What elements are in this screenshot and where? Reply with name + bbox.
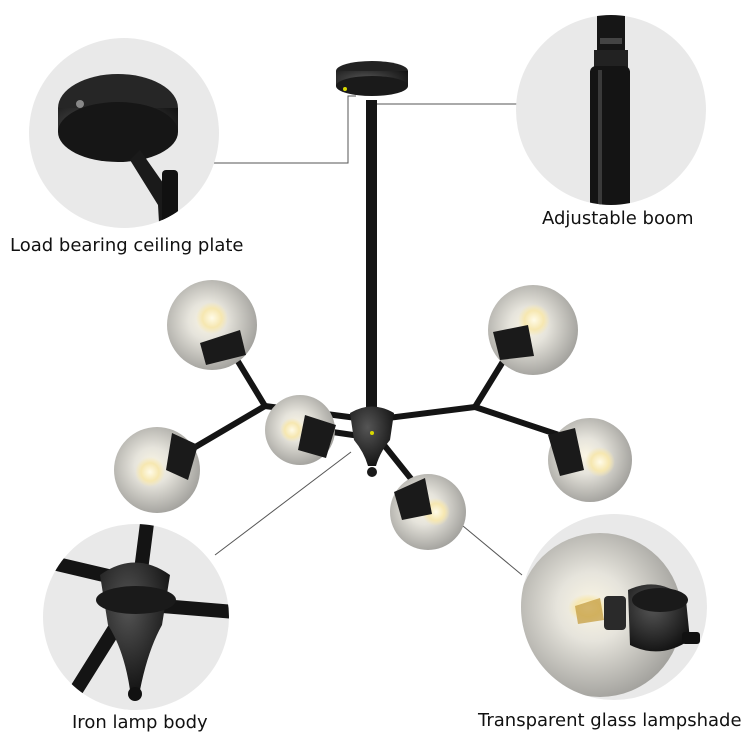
globe-bottom [390, 474, 466, 550]
leader-line-body [214, 451, 352, 556]
globe-left [114, 427, 200, 513]
detail-adjustable-boom [516, 15, 706, 205]
globe-right [548, 418, 632, 502]
globe-top-right [488, 285, 578, 375]
detail-iron-lamp-body [43, 524, 229, 710]
callout-ceiling-plate-label: Load bearing ceiling plate [10, 235, 244, 256]
callout-lamp-body-label: Iron lamp body [72, 712, 208, 733]
boom-rod [366, 100, 377, 408]
leader-line-plate [208, 95, 356, 164]
globe-top-left [167, 280, 257, 370]
detail-glass-lampshade [521, 514, 707, 700]
callout-adjustable-boom-label: Adjustable boom [542, 208, 694, 229]
leader-line-shade [462, 525, 523, 576]
chandelier [114, 61, 632, 550]
detail-ceiling-plate [29, 38, 219, 228]
callout-glass-shade-label: Transparent glass lampshade [478, 710, 742, 731]
lamp-body-hub [350, 406, 394, 466]
leader-lines [208, 95, 523, 576]
globe-center-left [265, 395, 336, 465]
